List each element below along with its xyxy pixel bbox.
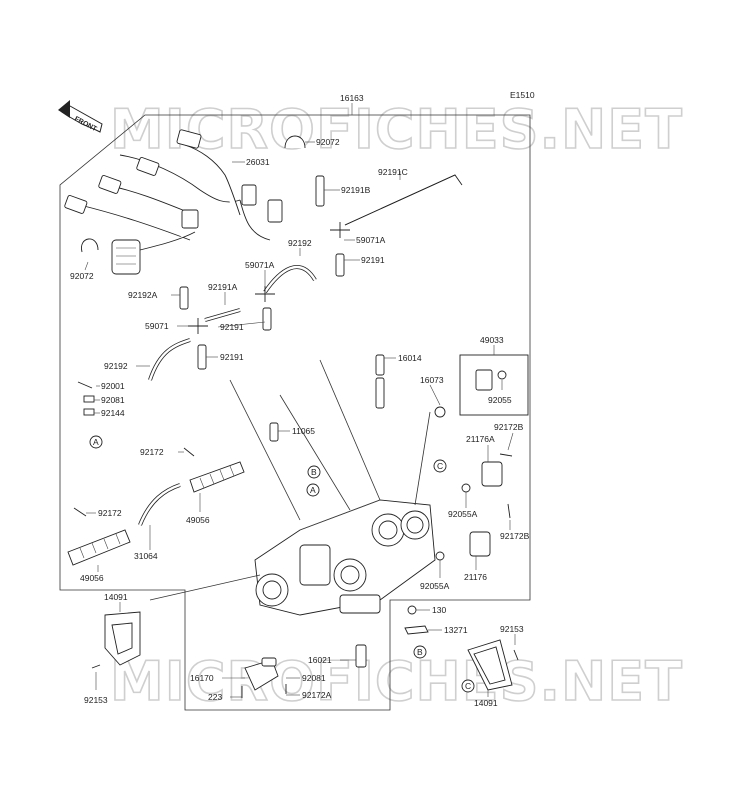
leader-lines — [84, 141, 516, 698]
label-92072-top: 92072 — [316, 137, 340, 147]
wire-harness — [64, 129, 283, 275]
bolt-92153-left — [91, 664, 101, 669]
label-16163: 16163 — [340, 93, 364, 103]
diagram-code: E1510 — [510, 90, 535, 100]
label-92172B-bottom: 92172B — [500, 531, 530, 541]
label-92191B: 92191B — [341, 185, 371, 195]
t-fitting-59071A-mid — [255, 286, 275, 302]
bolt-92172B-top — [499, 453, 513, 457]
label-59071A-right: 59071A — [356, 235, 386, 245]
front-arrow-icon: FRONT — [58, 100, 103, 133]
ref-circle-c-bottom — [461, 679, 475, 693]
plate-13271 — [404, 625, 429, 635]
label-11065: 11065 — [292, 426, 315, 436]
label-92144: 92144 — [101, 408, 125, 418]
label-21176: 21176 — [464, 572, 487, 582]
harness-connector-block — [111, 239, 141, 275]
pressure-regulator-49033 — [475, 369, 507, 391]
fuel-rail-49056-left — [67, 529, 131, 566]
label-92192-left: 92192 — [104, 361, 128, 371]
fuel-hose-31064 — [138, 483, 181, 526]
ref-b-tb: B — [311, 467, 317, 477]
label-92191A: 92191A — [208, 282, 238, 292]
label-92081-bottom: 92081 — [302, 673, 326, 683]
label-16170: 16170 — [190, 673, 214, 683]
label-92192A: 92192A — [128, 290, 158, 300]
ref-c-bottom: C — [465, 681, 471, 691]
label-92055A-1: 92055A — [448, 509, 478, 519]
t-fitting-59071 — [188, 318, 208, 334]
label-49056-mid: 49056 — [186, 515, 210, 525]
throttle-body-assembly — [254, 459, 447, 616]
ref-circle-a-tb — [306, 483, 320, 497]
fuel-rail-49056-mid — [189, 461, 245, 493]
part-labels: 92072 26031 92191C 92191B 59071A 92191 9… — [70, 137, 530, 708]
label-92081-left: 92081 — [101, 395, 125, 405]
ref-circle-b-bottom — [413, 645, 427, 659]
label-59071: 59071 — [145, 321, 169, 331]
bolt-92172-top — [183, 447, 195, 457]
t-fitting-59071A-right — [330, 222, 350, 238]
label-92055A-2: 92055A — [420, 581, 450, 591]
label-223: 223 — [208, 692, 222, 702]
bolt-92172-left — [73, 507, 87, 517]
label-49056-left: 49056 — [80, 573, 104, 583]
label-92191C: 92191C — [378, 167, 408, 177]
label-13271: 13271 — [444, 625, 468, 635]
nut-130 — [407, 605, 417, 615]
label-16021: 16021 — [308, 655, 332, 665]
label-92172-left: 92172 — [98, 508, 122, 518]
label-92001: 92001 — [101, 381, 125, 391]
label-16014: 16014 — [398, 353, 422, 363]
bracket-14091-left — [104, 611, 141, 666]
label-14091-right: 14091 — [474, 698, 498, 708]
ref-a-left: A — [93, 437, 99, 447]
ref-circle-b-tb — [307, 465, 321, 479]
label-92191-mid2: 92191 — [220, 352, 244, 362]
label-92191-mid1: 92191 — [220, 322, 244, 332]
clamp-92072-top — [284, 135, 306, 149]
label-59071A-mid: 59071A — [245, 260, 275, 270]
ref-a-tb: A — [310, 485, 316, 495]
injector-16014 — [375, 354, 385, 409]
vacuum-hoses — [148, 174, 463, 442]
label-26031: 26031 — [246, 157, 270, 167]
seal-16073 — [434, 406, 446, 418]
label-92153-left: 92153 — [84, 695, 108, 705]
spring-92144 — [83, 408, 95, 416]
idle-adjuster-16170 — [244, 657, 279, 691]
sensor-21176A — [461, 461, 503, 493]
bracket-14091-right — [467, 639, 513, 691]
label-92191-right: 92191 — [361, 255, 385, 265]
bolt-92172B-bottom — [507, 503, 511, 519]
ref-circle-a-left — [89, 435, 103, 449]
ref-c-tb: C — [437, 461, 443, 471]
clamp-92072-left — [81, 238, 99, 253]
label-92153-right: 92153 — [500, 624, 524, 634]
label-92172-top: 92172 — [140, 447, 164, 457]
watermark-bottom: MICROFICHES.NET — [110, 650, 683, 713]
sensor-16021 — [355, 644, 367, 668]
label-92055: 92055 — [488, 395, 512, 405]
ref-circle-c-tb — [433, 459, 447, 473]
label-49033: 49033 — [480, 335, 504, 345]
screw-92001 — [77, 381, 93, 389]
label-130: 130 — [432, 605, 446, 615]
label-21176A: 21176A — [466, 434, 495, 444]
label-14091-left: 14091 — [104, 592, 128, 602]
bolt-92153-right — [513, 649, 519, 661]
label-92072-left: 92072 — [70, 271, 94, 281]
assembly-frame — [59, 114, 531, 711]
label-31064: 31064 — [134, 551, 158, 561]
label-92192: 92192 — [288, 238, 312, 248]
label-16073: 16073 — [420, 375, 444, 385]
sensor-21176 — [435, 531, 491, 561]
ref-b-bottom: B — [417, 647, 423, 657]
label-92172B-top: 92172B — [494, 422, 524, 432]
spring-92081-left — [83, 395, 95, 403]
label-92172A: 92172A — [302, 690, 332, 700]
watermark-top: MICROFICHES.NET — [110, 98, 683, 161]
box-49033 — [459, 354, 529, 416]
